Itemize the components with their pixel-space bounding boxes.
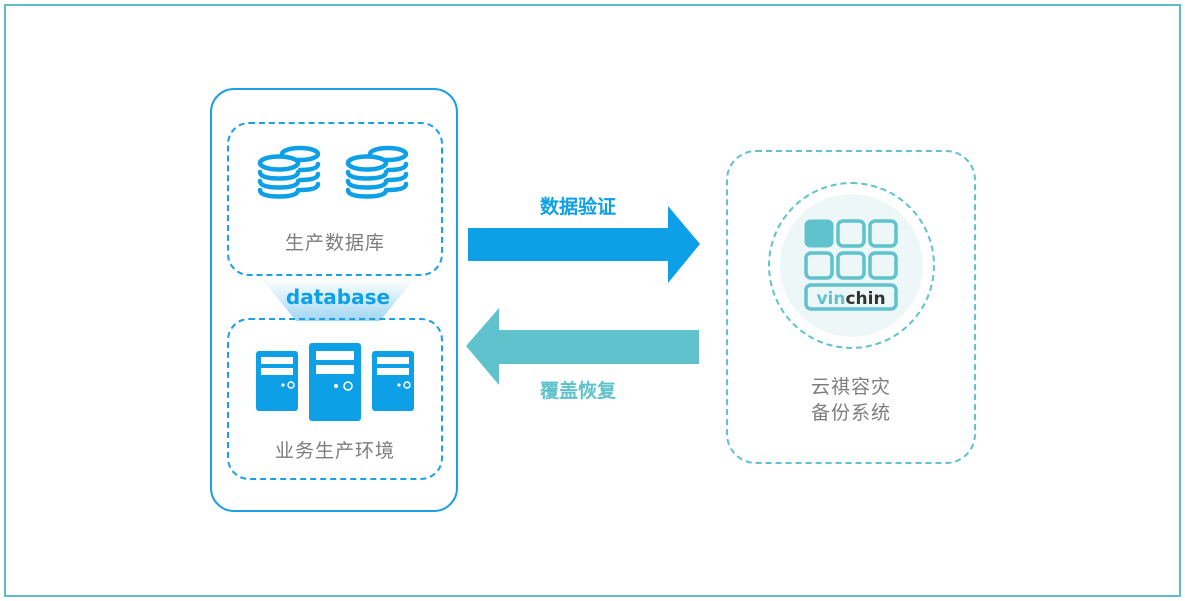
production-database-group [227,122,443,276]
server-icon [256,343,414,421]
vinchin-logo-icon: vinchin [804,219,898,311]
logo-text-chin: chin [845,289,885,309]
production-database-label: 生产数据库 [284,232,385,254]
system-label-line1: 云祺容灾 [810,376,891,398]
system-label: 云祺容灾 备份系统 [726,374,976,426]
business-production-label: 业务生产环境 [274,440,395,462]
database-icon [345,145,409,199]
logo-ring [768,182,935,349]
backward-arrow-icon [466,308,699,385]
database-bridge-shape [262,279,414,321]
business-production-group [227,318,443,480]
data-verification-label: 数据验证 [540,196,617,218]
diagram-frame [4,4,1181,597]
overwrite-restore-label: 覆盖恢复 [540,380,617,402]
database-icon [257,145,321,199]
production-environment-panel [210,88,458,512]
svg-text:vinchin: vinchin [816,289,885,309]
forward-arrow-icon [468,206,700,283]
database-bridge-label: database [285,285,391,309]
system-label-line2: 备份系统 [810,402,891,424]
logo-background [780,194,923,337]
vinchin-system-panel [726,150,976,464]
logo-text-vin: vin [816,289,845,309]
